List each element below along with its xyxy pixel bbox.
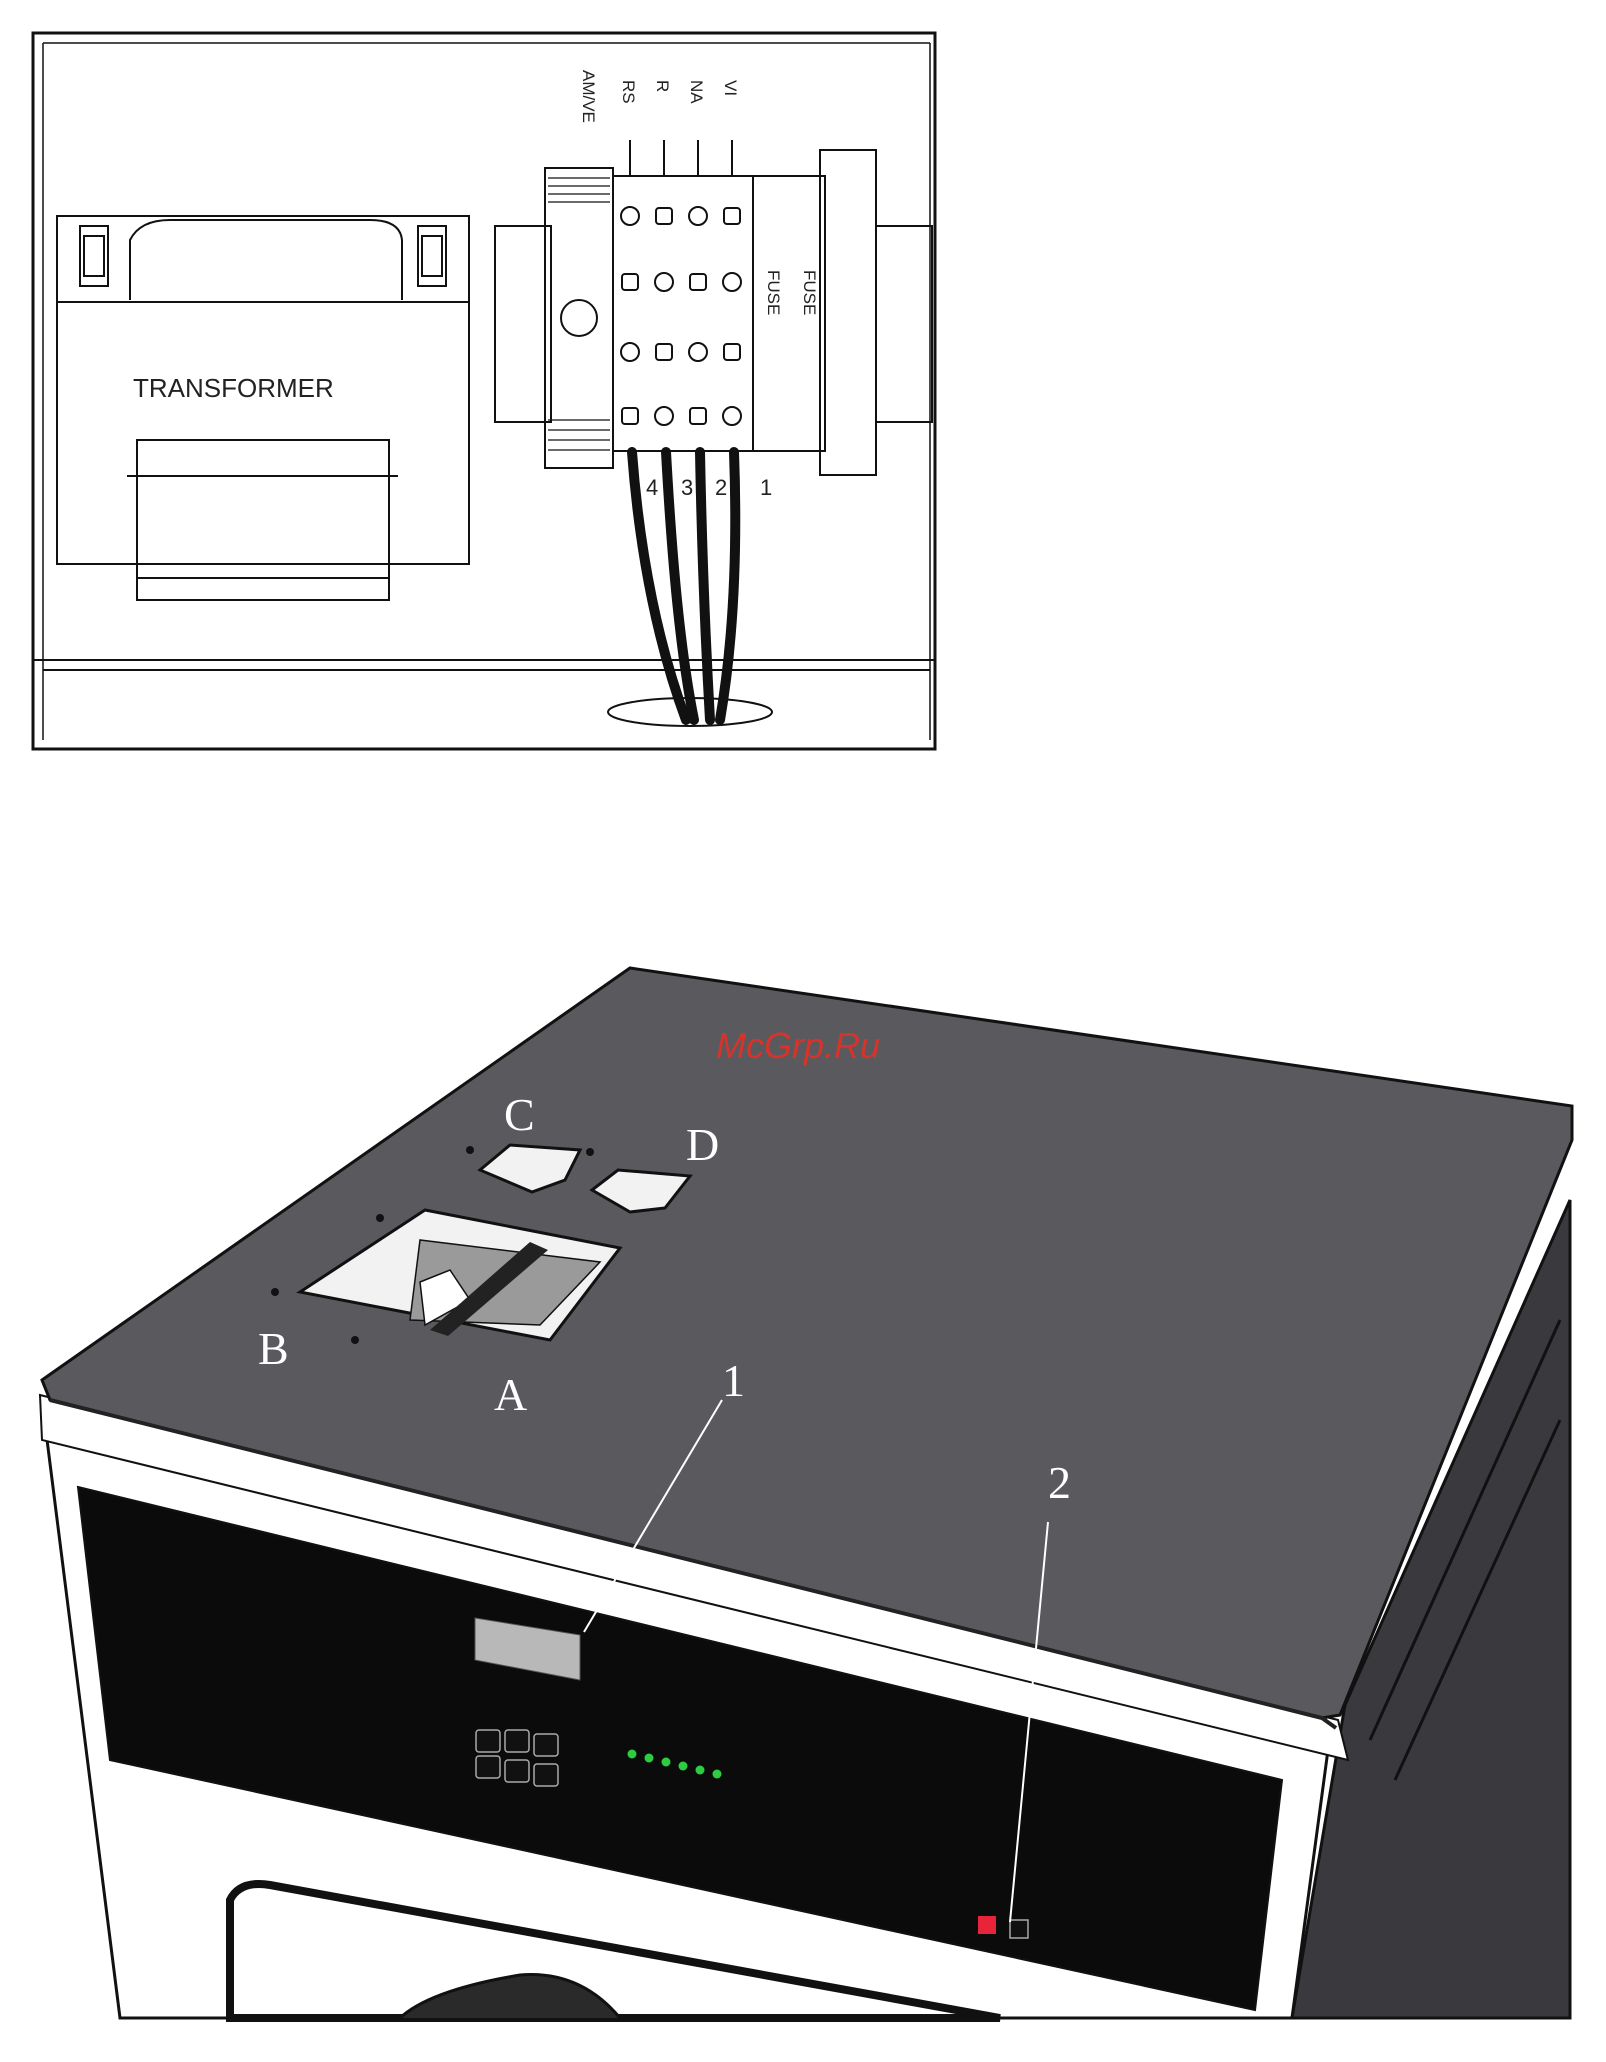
wire-label-r: R: [653, 80, 672, 92]
terminal-screws: [621, 207, 741, 425]
opening-label-c: C: [504, 1089, 535, 1140]
opening-label-d: D: [686, 1119, 719, 1170]
status-led: [645, 1754, 654, 1763]
transformer-label: TRANSFORMER: [133, 373, 334, 403]
opening-label-b: B: [258, 1323, 289, 1374]
terminal-screw: [655, 273, 673, 291]
terminal-screw: [689, 343, 707, 361]
status-led: [696, 1766, 705, 1775]
fuse-label-2: FUSE: [800, 270, 819, 315]
power-switch-off: [1010, 1920, 1028, 1938]
terminal-number-1: 1: [760, 475, 772, 500]
opening-label-a: A: [494, 1369, 527, 1420]
terminal-screw: [656, 208, 672, 224]
wire-label-rs: RS: [619, 80, 638, 104]
terminal-screw: [656, 344, 672, 360]
status-led: [662, 1758, 671, 1767]
terminal-screw: [723, 273, 741, 291]
terminal-screw: [655, 407, 673, 425]
wire-label-vi: VI: [721, 80, 740, 96]
terminal-screw: [724, 344, 740, 360]
terminal-grips: [548, 178, 610, 450]
terminal-screw: [723, 407, 741, 425]
terminal-screw: [622, 408, 638, 424]
fuse-label-1: FUSE: [764, 270, 783, 315]
power-switch-on: [978, 1916, 996, 1934]
status-led: [679, 1762, 688, 1771]
watermark: McGrp.Ru: [716, 1025, 880, 1066]
terminal-screw: [621, 207, 639, 225]
terminal-screw: [689, 207, 707, 225]
terminal-screw: [621, 343, 639, 361]
wire-label-na: NA: [687, 80, 706, 104]
callout-1: 1: [722, 1355, 745, 1406]
terminal-number-3: 3: [681, 475, 693, 500]
transformer: [57, 216, 469, 600]
terminal-label: AM/VE: [579, 70, 598, 123]
terminal-screw: [690, 274, 706, 290]
wire-leads: [630, 140, 732, 176]
terminal-number-4: 4: [646, 475, 658, 500]
terminal-screw: [690, 408, 706, 424]
status-led: [628, 1750, 637, 1759]
terminal-screw: [724, 208, 740, 224]
machine-view: [40, 968, 1572, 2018]
terminal-block: [495, 150, 932, 475]
callout-2: 2: [1048, 1457, 1071, 1508]
terminal-screw: [622, 274, 638, 290]
terminal-number-2: 2: [715, 475, 727, 500]
status-led: [713, 1770, 722, 1779]
